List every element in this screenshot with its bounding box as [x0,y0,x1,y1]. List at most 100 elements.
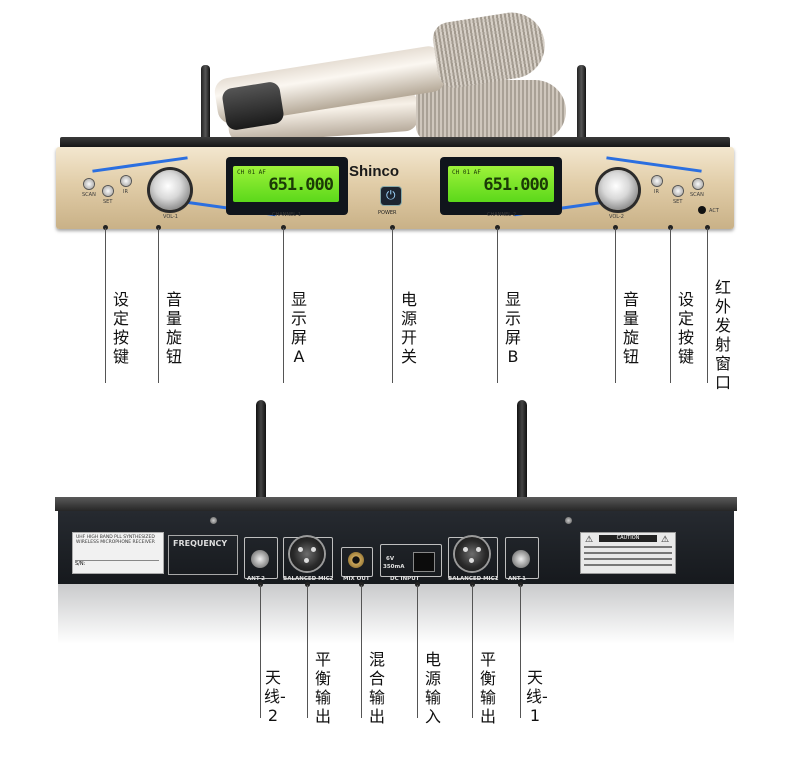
model-sticker: UHF HIGH BAND PLL SYNTHESIZED WIRELESS M… [72,532,164,574]
rear-antenna-1 [517,400,527,555]
dc-spec-voltage: 6V [386,556,395,562]
callout-line [472,585,473,718]
callout-line [158,228,159,383]
callout-dot [103,225,108,230]
callout-dot [359,582,364,587]
ant-1-frame [505,537,539,579]
dc-spec-current: 350mA [383,564,405,570]
callout-volume-knob-left: 音量旋钮 [165,290,182,366]
mix-out-jack[interactable] [348,552,364,568]
scan-label-left: SCAN [82,192,96,198]
display-a: CH 01 AF 651.000 [233,166,339,202]
callout-set-button-left: 设定按键 [112,290,129,366]
ant-1-connector[interactable] [512,550,530,568]
callout-line [615,228,616,383]
callout-display-a: 显示屏A [290,290,307,366]
callout-dot [705,225,710,230]
callout-balanced-output-2: 平衡输出 [314,650,331,726]
display-a-indicators: CH 01 AF [237,169,266,176]
brand-logo: Shinco [349,163,400,180]
callout-set-button-right: 设定按键 [677,290,694,366]
dc-input-frame [380,544,442,577]
callout-line [417,585,418,718]
warning-triangle-icon: ⚠ [585,535,594,545]
scan-label-right: SCAN [690,192,704,198]
power-button[interactable]: ⏻ [381,187,401,205]
power-label: POWER [378,210,397,216]
callout-line [260,585,261,718]
callout-volume-knob-right: 音量旋钮 [622,290,639,366]
volume-knob-1[interactable] [150,170,190,210]
callout-mix-output: 混合输出 [368,650,385,726]
callout-dot [281,225,286,230]
set-label-right: SET [673,199,683,205]
set-button-left[interactable] [103,186,113,196]
set-button-right[interactable] [673,186,683,196]
ant-2-label: ANT-2 [247,576,265,582]
serial-number-label: S/N: [75,560,159,570]
ant-2-frame [244,537,278,579]
front-top-cover [60,137,730,149]
dc-input-jack[interactable] [413,552,435,572]
balanced-output-mic2[interactable] [290,537,324,571]
callout-dot [470,582,475,587]
frequency-box: FREQUENCY [168,535,238,575]
dc-input-label: DC INPUT [390,576,420,582]
screw [210,517,217,524]
sticker-line-2: WIRELESS MICROPHONE RECEIVER [76,540,155,545]
callout-display-b: 显示屏B [504,290,521,366]
callout-balanced-output-1: 平衡输出 [479,650,496,726]
callout-dot [415,582,420,587]
balance-mic2-label: BALANCED MIC2 [283,576,334,582]
ir-label-right: IR [654,189,659,195]
channel-1-label: CHANNEL-1 [272,212,301,218]
ir-button-left[interactable] [121,176,131,186]
front-antenna-right [577,65,586,140]
callout-line [497,228,498,383]
callout-dot [495,225,500,230]
callout-antenna-1: 天线-1 [526,668,548,725]
callout-power-input: 电源输入 [424,650,441,726]
vol-1-label: VOL-1 [163,214,178,220]
callout-dot [156,225,161,230]
callout-dot [258,582,263,587]
ant-1-label: ANT-1 [508,576,526,582]
display-a-frequency: 651.000 [268,175,334,195]
callout-line [105,228,106,383]
scan-up-button-left[interactable] [84,179,94,189]
callout-dot [518,582,523,587]
display-b-frequency: 651.000 [483,175,549,195]
callout-line [707,228,708,383]
callout-dot [390,225,395,230]
ant-2-connector[interactable] [251,550,269,568]
callout-line [361,585,362,718]
frequency-label: FREQUENCY [173,539,228,548]
rear-reflection [58,584,734,644]
screw [565,517,572,524]
rear-antenna-2 [256,400,266,555]
ir-label-left: IR [123,189,128,195]
balance-mic1-label: BALANCED MIC1 [448,576,499,582]
ir-window [698,206,706,214]
callout-dot [305,582,310,587]
channel-2-label: CHANNEL-2 [487,212,516,218]
volume-knob-2[interactable] [598,170,638,210]
mix-out-frame [341,547,373,577]
display-b: CH 01 AF 651.000 [448,166,554,202]
ir-button-right[interactable] [652,176,662,186]
callout-line [520,585,521,718]
callout-power-switch: 电源开关 [400,290,417,366]
mix-out-label: MIX OUT [343,576,370,582]
callout-line [307,585,308,718]
scan-up-button-right[interactable] [693,179,703,189]
sticker-line-1: UHF HIGH BAND PLL SYNTHESIZED [76,535,155,540]
front-antenna-left [201,65,210,140]
act-label: ACT [709,208,719,214]
balanced-output-mic1[interactable] [455,537,489,571]
callout-line [283,228,284,383]
warning-triangle-icon: ⚠ [661,535,670,545]
rear-top-cover [55,497,737,511]
caution-title: CAUTION [599,535,657,542]
callout-dot [668,225,673,230]
callout-line [670,228,671,383]
